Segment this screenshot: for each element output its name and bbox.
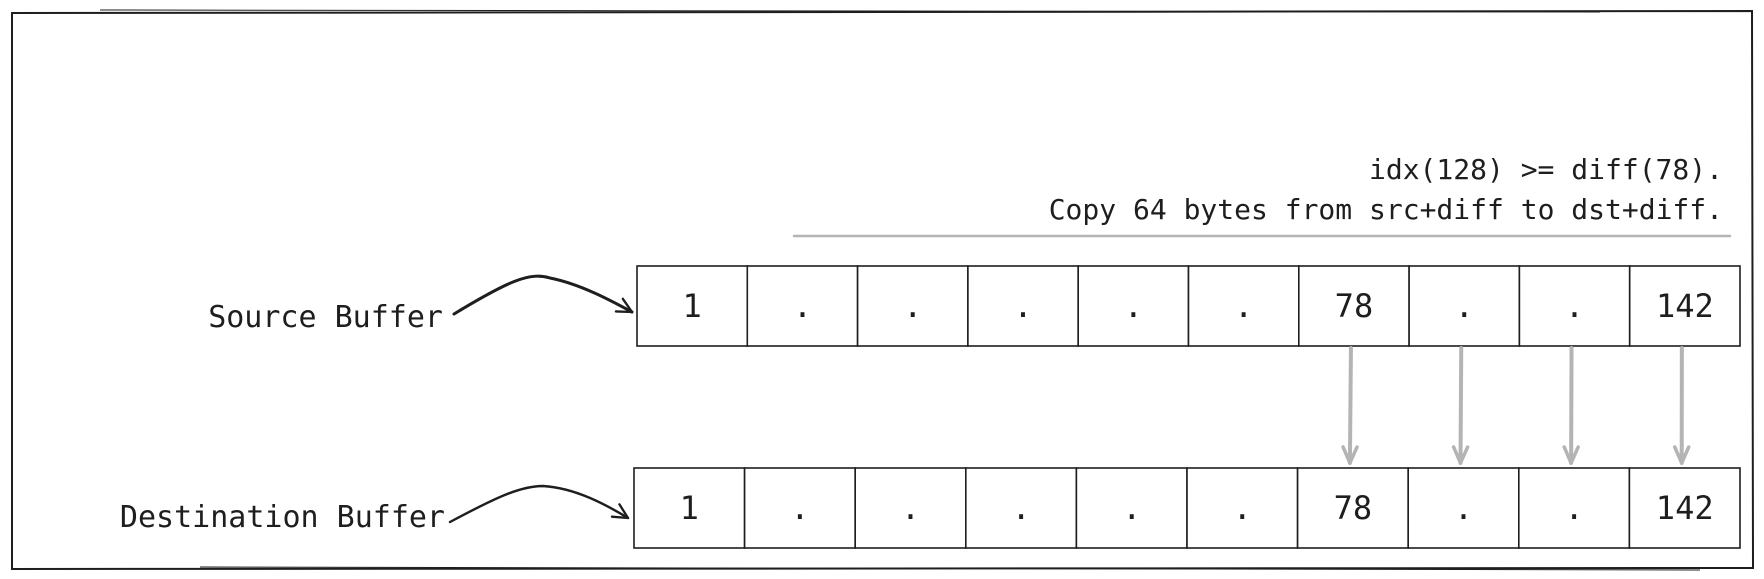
destination-buffer-cell-value: 78 (1334, 489, 1373, 527)
source-buffer: 1..... 78.. 142 (636, 265, 1741, 347)
destination-label-arrow (448, 484, 630, 524)
source-buffer-cell-value: . (1455, 287, 1474, 325)
source-buffer-cell-value: 1 (683, 287, 702, 325)
note-line-1: idx(128) >= diff(78). (1369, 153, 1723, 186)
source-buffer-cell-box (1187, 265, 1300, 347)
destination-buffer-cell-value: . (1011, 489, 1030, 527)
note-line-2: Copy 64 bytes from src+diff to dst+diff. (1049, 193, 1723, 226)
destination-buffer-cell-value: . (790, 489, 809, 527)
source-buffer-cell-value: 78 (1335, 287, 1374, 325)
source-buffer-cell-box (1628, 265, 1741, 347)
destination-buffer-cell-value: 1 (680, 489, 699, 527)
destination-buffer-cell-box (1518, 467, 1631, 549)
destination-buffer-cell-box (633, 467, 746, 549)
destination-buffer-cell-value: . (1454, 489, 1473, 527)
destination-buffer-cell-box (1628, 467, 1741, 549)
source-buffer-label: Source Buffer (208, 300, 443, 335)
destination-buffer-label: Destination Buffer (120, 500, 445, 535)
source-buffer-cell-box (746, 265, 859, 347)
destination-buffer-cell-value: . (1233, 489, 1252, 527)
source-buffer-cell-value: 142 (1656, 287, 1714, 325)
copy-arrow (1451, 346, 1470, 465)
destination-buffer-cell-value: . (1122, 489, 1141, 527)
copy-arrows (1341, 346, 1691, 465)
source-buffer-cell-value: . (1565, 287, 1584, 325)
destination-buffer: 1..... 78.. 142 (633, 467, 1741, 549)
destination-buffer-cell-box (854, 467, 967, 549)
source-buffer-cell-box (967, 265, 1080, 347)
destination-buffer-cell-value: 142 (1656, 489, 1714, 527)
source-buffer-cell-value: . (1013, 287, 1032, 325)
source-buffer-cell-value: . (793, 287, 812, 325)
source-buffer-cell-box (1077, 265, 1190, 347)
destination-buffer-cell-value: . (1564, 489, 1583, 527)
source-buffer-cell-box (636, 265, 749, 347)
source-buffer-cell-box (1518, 265, 1631, 347)
source-buffer-cell-value: . (1124, 287, 1143, 325)
copy-arrow (1341, 346, 1359, 465)
source-label-arrow (452, 274, 634, 316)
source-buffer-cell-value: . (903, 287, 922, 325)
destination-buffer-cell-box (964, 467, 1078, 549)
destination-buffer-cell-box (743, 467, 856, 549)
destination-buffer-cell-box (1407, 467, 1520, 549)
outer-frame (11, 9, 1755, 571)
copy-note: idx(128) >= diff(78). Copy 64 bytes from… (792, 153, 1732, 238)
source-buffer-cell-box (856, 265, 969, 347)
source-buffer-cell-value: . (1234, 287, 1253, 325)
destination-buffer-cell-value: . (901, 489, 920, 527)
